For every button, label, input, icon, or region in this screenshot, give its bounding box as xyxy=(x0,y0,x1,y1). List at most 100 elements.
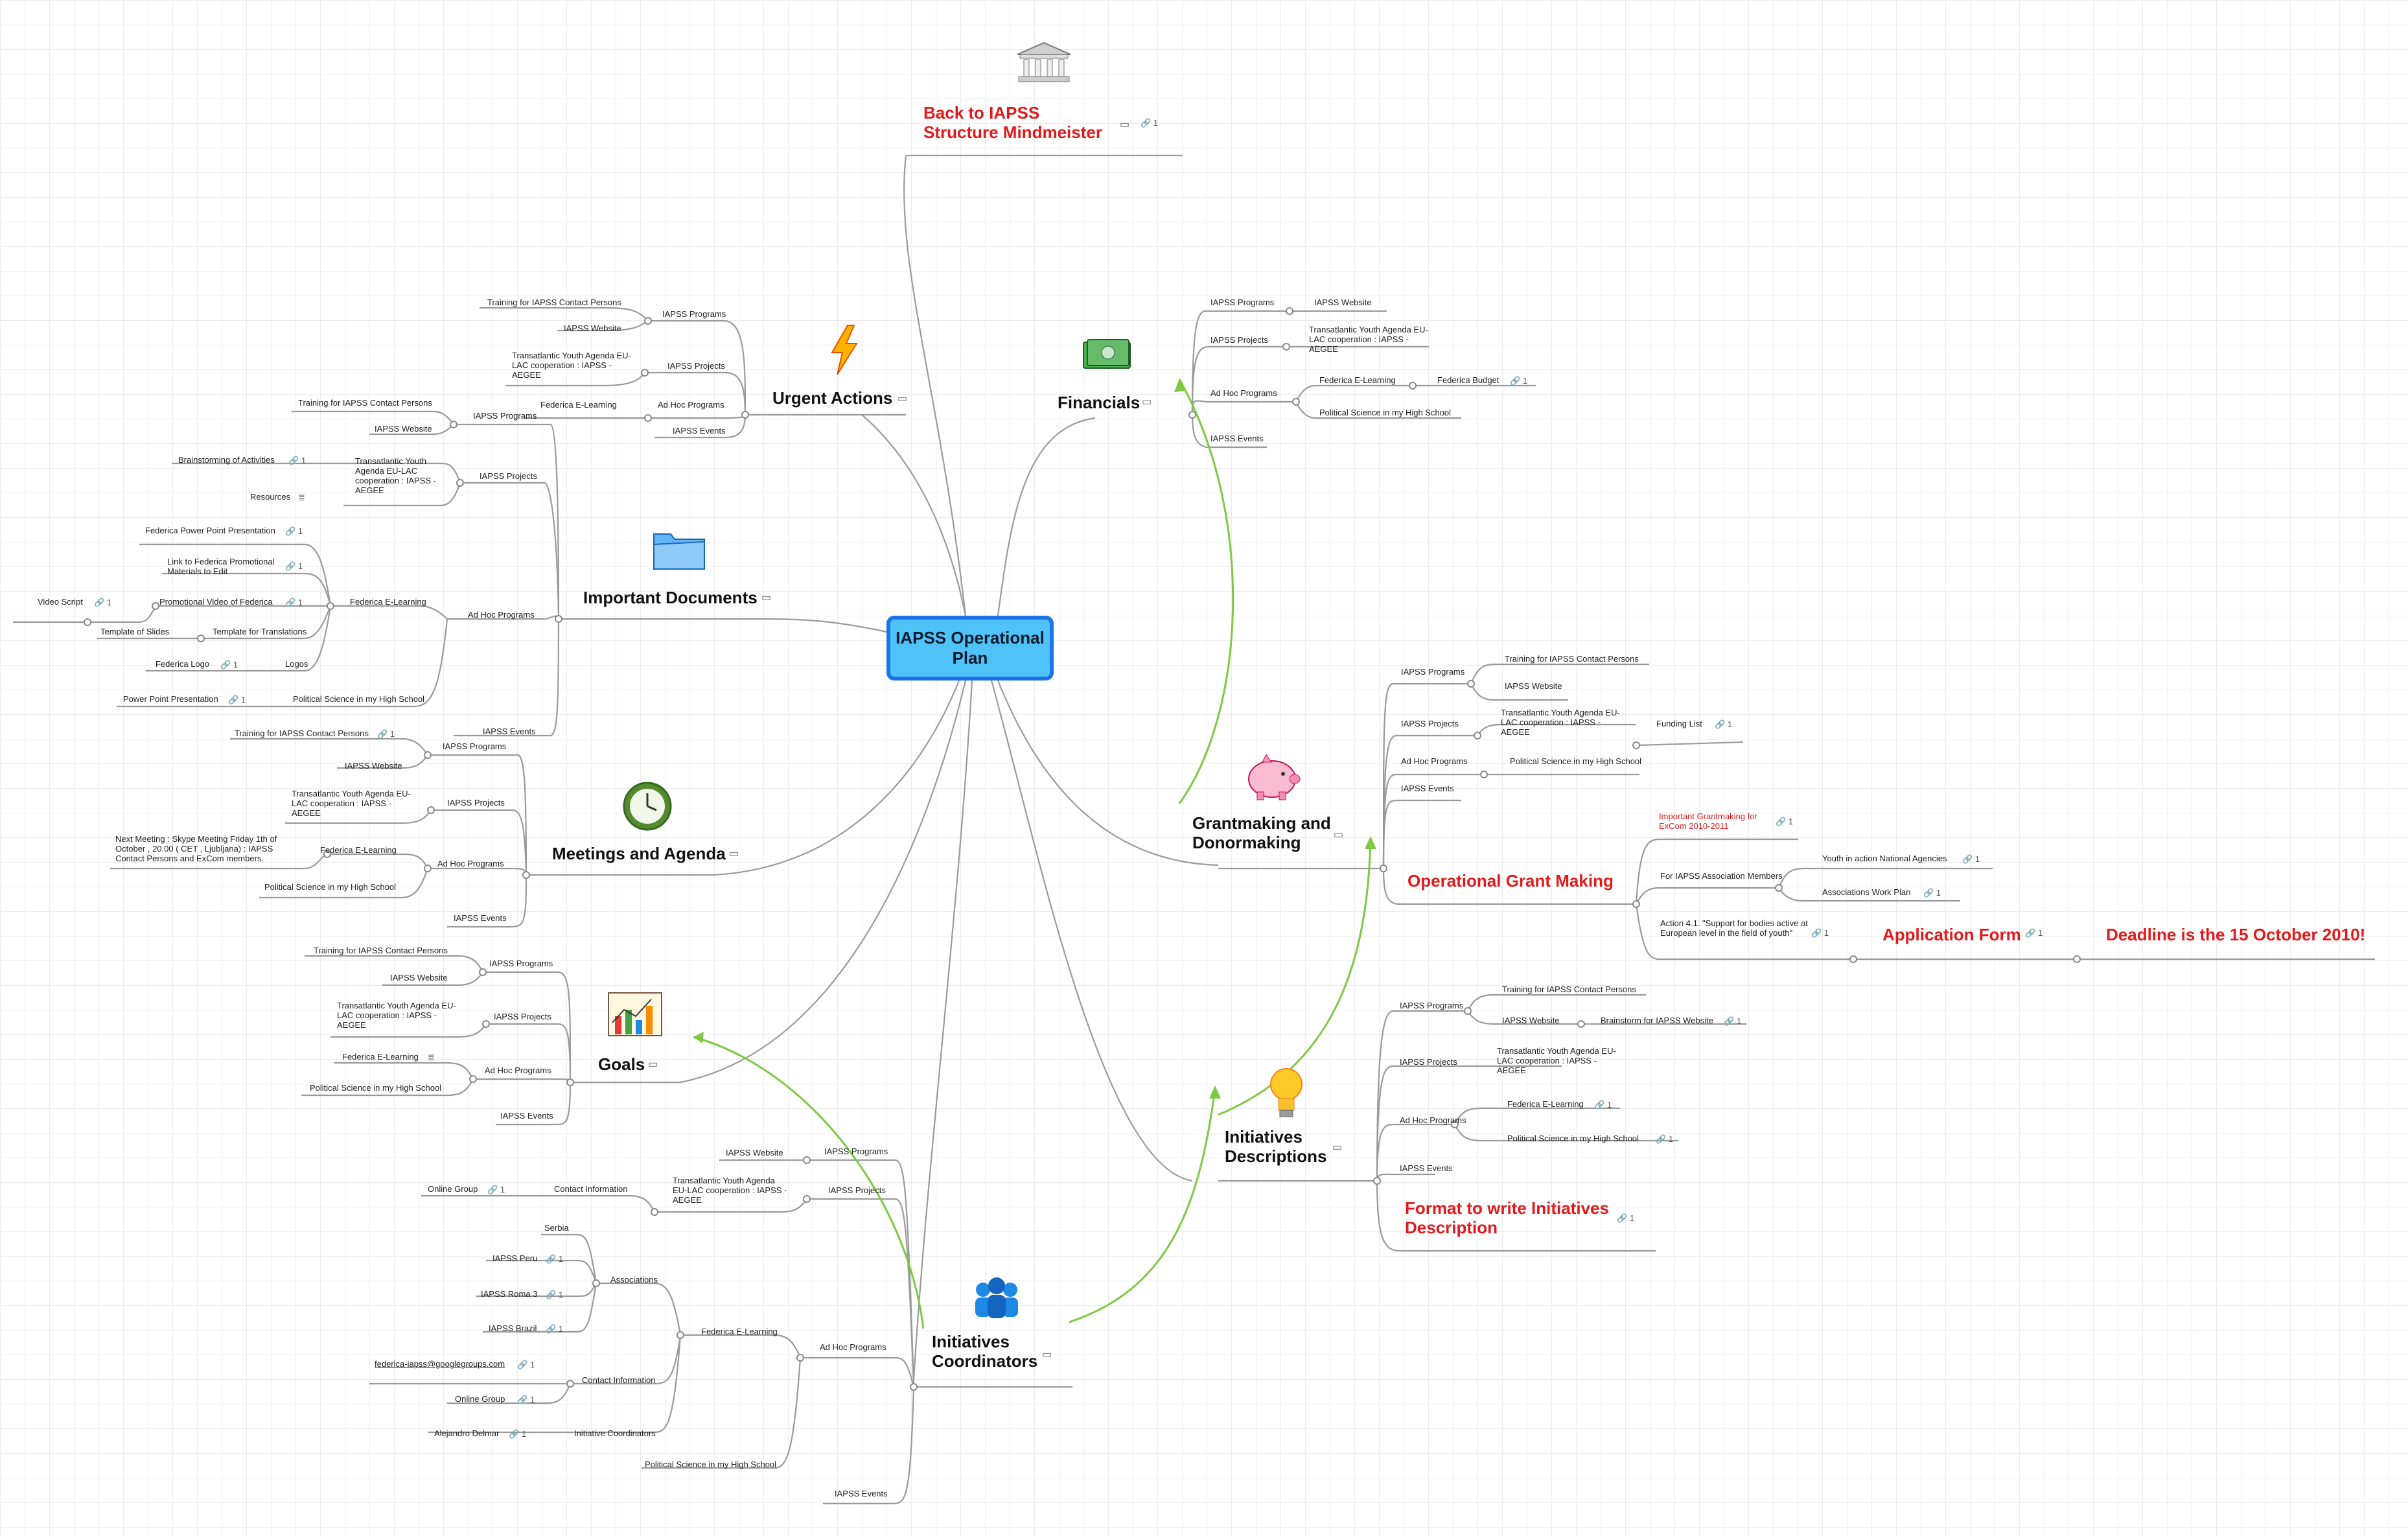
topic-resources[interactable]: Resources xyxy=(250,492,291,502)
topic-youth-agenda[interactable]: Transatlantic Youth Agenda EU-LAC cooper… xyxy=(512,351,631,380)
topic-iapss-events[interactable]: IAPSS Events xyxy=(1210,434,1264,443)
topic-iapss-website[interactable]: IAPSS Website xyxy=(564,323,621,333)
topic-federica-elearning[interactable]: Federica E-Learning xyxy=(1507,1099,1584,1109)
topic-serbia[interactable]: Serbia xyxy=(544,1223,569,1233)
topic-iapss-projects[interactable]: IAPSS Projects xyxy=(1400,1057,1457,1067)
topic-federica-budget[interactable]: Federica Budget xyxy=(1437,375,1499,385)
topic-funding-list[interactable]: Funding List xyxy=(1656,719,1702,728)
link-icon[interactable]: 🔗 1 xyxy=(285,598,303,607)
topic-work-plan[interactable]: Associations Work Plan xyxy=(1822,887,1911,897)
link-icon[interactable]: 🔗 1 xyxy=(1724,1016,1742,1026)
topic-training[interactable]: Training for IAPSS Contact Persons xyxy=(1502,984,1636,994)
topic-online-group[interactable]: Online Group xyxy=(428,1184,478,1194)
topic-training[interactable]: Training for IAPSS Contact Persons xyxy=(235,728,369,738)
topic-iapss-projects[interactable]: IAPSS Projects xyxy=(828,1185,886,1195)
note-icon[interactable]: ≣ xyxy=(428,1053,435,1062)
link-icon[interactable]: 🔗 1 xyxy=(517,1395,535,1404)
topic-ad-hoc-programs[interactable]: Ad Hoc Programs xyxy=(437,859,504,868)
topic-youth-agenda[interactable]: Transatlantic Youth Agenda EU-LAC cooper… xyxy=(1309,325,1428,354)
topic-promo-video[interactable]: Promotional Video of Federica xyxy=(159,597,273,607)
topic-action-41[interactable]: Action 4.1. "Support for bodies active a… xyxy=(1660,918,1808,938)
topic-political-science[interactable]: Political Science in my High School xyxy=(293,694,425,704)
topic-iapss-events[interactable]: IAPSS Events xyxy=(835,1489,888,1498)
topic-brainstorming[interactable]: Brainstorming of Activities xyxy=(178,455,275,465)
topic-political-science[interactable]: Political Science in my High School xyxy=(1510,756,1642,766)
topic-training[interactable]: Training for IAPSS Contact Persons xyxy=(487,297,621,307)
branch-initiatives-coordinators[interactable]: Initiatives Coordinators xyxy=(932,1332,1038,1371)
topic-iapss-programs[interactable]: IAPSS Programs xyxy=(662,309,726,319)
topic-iapss-events[interactable]: IAPSS Events xyxy=(1400,1163,1453,1173)
topic-iapss-website[interactable]: IAPSS Website xyxy=(1314,297,1372,307)
topic-iapss-events[interactable]: IAPSS Events xyxy=(1401,784,1454,793)
link-icon[interactable]: 🔗 1 xyxy=(288,456,307,465)
topic-iapss-projects[interactable]: IAPSS Projects xyxy=(667,361,725,371)
link-icon[interactable]: 🔗 1 xyxy=(1617,1213,1635,1223)
topic-iapss-website[interactable]: IAPSS Website xyxy=(1505,681,1562,691)
link-icon[interactable]: 🔗 1 xyxy=(1140,118,1159,128)
link-icon[interactable]: 🔗 1 xyxy=(1923,888,1941,898)
topic-iapss-website[interactable]: IAPSS Website xyxy=(1502,1016,1560,1025)
back-to-structure-link[interactable]: Back to IAPSS Structure Mindmeister xyxy=(923,103,1102,142)
topic-training[interactable]: Training for IAPSS Contact Persons xyxy=(1505,654,1639,664)
topic-federica-ppt[interactable]: Federica Power Point Presentation xyxy=(145,526,275,535)
topic-youth-agenda[interactable]: Transatlantic Youth Agenda EU-LAC cooper… xyxy=(292,789,411,818)
branch-grantmaking[interactable]: Grantmaking and Donormaking xyxy=(1192,813,1331,852)
topic-ad-hoc-programs[interactable]: Ad Hoc Programs xyxy=(1210,388,1277,398)
topic-youth-agenda[interactable]: Transatlantic Youth Agenda EU-LAC cooper… xyxy=(1497,1046,1616,1075)
topic-iapss-brazil[interactable]: IAPSS Brazil xyxy=(489,1323,537,1333)
topic-iapss-events[interactable]: IAPSS Events xyxy=(454,913,507,923)
topic-youth-agenda[interactable]: Transatlantic Youth Agenda EU-LAC cooper… xyxy=(673,1176,787,1205)
topic-contact-information[interactable]: Contact Information xyxy=(554,1184,628,1194)
topic-iapss-events[interactable]: IAPSS Events xyxy=(500,1111,553,1121)
topic-political-science[interactable]: Political Science in my High School xyxy=(310,1083,442,1093)
topic-deadline[interactable]: Deadline is the 15 October 2010! xyxy=(2106,925,2366,944)
topic-political-science[interactable]: Political Science in my High School xyxy=(264,882,397,892)
link-icon[interactable]: 🔗 1 xyxy=(1715,719,1733,729)
topic-youth-in-action[interactable]: Youth in action National Agencies xyxy=(1822,854,1947,863)
link-icon[interactable]: 🔗 1 xyxy=(517,1360,535,1369)
topic-iapss-programs[interactable]: IAPSS Programs xyxy=(824,1146,888,1156)
topic-ad-hoc-programs[interactable]: Ad Hoc Programs xyxy=(658,400,724,410)
link-icon[interactable]: 🔗 1 xyxy=(546,1290,564,1299)
link-icon[interactable]: 🔗 1 xyxy=(1594,1100,1612,1110)
link-icon[interactable]: 🔗 1 xyxy=(487,1185,505,1194)
topic-alejandro[interactable]: Alejandro Delmar xyxy=(434,1428,500,1438)
topic-iapss-roma[interactable]: IAPSS Roma 3 xyxy=(481,1289,538,1299)
link-icon[interactable]: 🔗 1 xyxy=(1776,817,1794,826)
topic-associations[interactable]: Associations xyxy=(610,1275,658,1285)
topic-youth-agenda[interactable]: Transatlantic Youth Agenda EU-LAC cooper… xyxy=(337,1001,456,1030)
topic-iapss-programs[interactable]: IAPSS Programs xyxy=(489,959,553,968)
topic-political-science[interactable]: Political Science in my High School xyxy=(645,1460,777,1469)
topic-iapss-website[interactable]: IAPSS Website xyxy=(390,973,448,983)
topic-ad-hoc-programs[interactable]: Ad Hoc Programs xyxy=(1401,756,1468,766)
topic-federica-elearning[interactable]: Federica E-Learning xyxy=(540,400,617,410)
topic-federica-elearning[interactable]: Federica E-Learning xyxy=(350,597,426,607)
topic-federica-elearning[interactable]: Federica E-Learning xyxy=(701,1327,778,1336)
topic-ppt[interactable]: Power Point Presentation xyxy=(123,694,218,704)
topic-for-members[interactable]: For IAPSS Association Members xyxy=(1660,871,1783,881)
topic-iapss-programs[interactable]: IAPSS Programs xyxy=(443,741,507,751)
topic-iapss-programs[interactable]: IAPSS Programs xyxy=(1401,667,1465,677)
topic-online-group[interactable]: Online Group xyxy=(455,1394,505,1404)
note-icon[interactable]: ≣ xyxy=(298,493,305,502)
branch-important-documents[interactable]: Important Documents xyxy=(583,588,758,607)
topic-contact-information[interactable]: Contact Information xyxy=(582,1375,656,1385)
topic-youth-agenda[interactable]: Transatlantic Youth Agenda EU-LAC cooper… xyxy=(355,456,437,495)
topic-iapss-programs[interactable]: IAPSS Programs xyxy=(473,411,537,421)
topic-iapss-website[interactable]: IAPSS Website xyxy=(375,424,432,434)
branch-urgent-actions[interactable]: Urgent Actions xyxy=(772,388,893,408)
topic-iapss-peru[interactable]: IAPSS Peru xyxy=(492,1253,538,1263)
topic-video-script[interactable]: Video Script xyxy=(38,597,83,607)
topic-training[interactable]: Training for IAPSS Contact Persons xyxy=(314,946,448,955)
topic-political-science[interactable]: Political Science in my High School xyxy=(1507,1134,1639,1143)
link-icon[interactable]: 🔗 1 xyxy=(377,729,395,739)
topic-iapss-projects[interactable]: IAPSS Projects xyxy=(1210,335,1268,345)
topic-logos[interactable]: Logos xyxy=(285,659,308,669)
link-icon[interactable]: 🔗 1 xyxy=(1962,854,1980,864)
topic-iapss-website[interactable]: IAPSS Website xyxy=(345,761,402,771)
link-icon[interactable]: 🔗 1 xyxy=(546,1254,564,1264)
link-icon[interactable]: 🔗 1 xyxy=(1656,1134,1674,1144)
link-icon[interactable]: 🔗 1 xyxy=(2025,928,2043,938)
topic-iapss-projects[interactable]: IAPSS Projects xyxy=(494,1012,551,1021)
branch-financials[interactable]: Financials xyxy=(1058,393,1140,412)
